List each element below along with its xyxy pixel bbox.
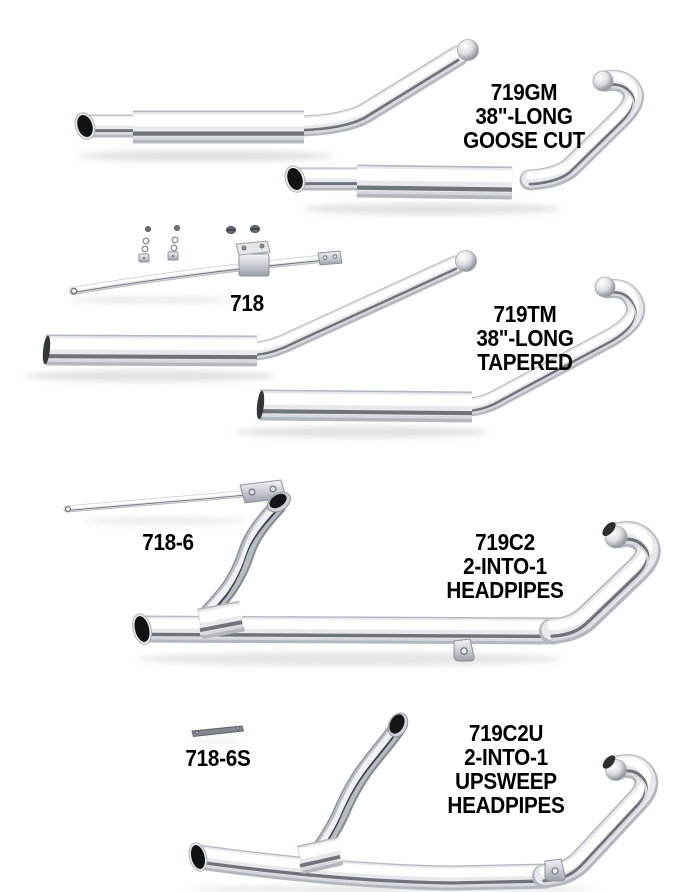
- bolt-head: [144, 225, 151, 232]
- illustration-719c2: [130, 491, 648, 662]
- shadow: [302, 203, 562, 215]
- fittings-718: [70, 224, 343, 295]
- strip-hole: [195, 730, 199, 735]
- chrome-reflection-layer: [260, 411, 472, 413]
- chrome-reflection-layer: [355, 190, 514, 196]
- mounting-hardware: [138, 224, 260, 263]
- label-line: UPSWEEP: [455, 768, 557, 794]
- bracket-end-tab: [317, 250, 343, 266]
- product-label-719c2u: 719C2U 2-INTO-1 UPSWEEP HEADPIPES: [447, 721, 564, 817]
- fittings-719c2u: [188, 712, 627, 882]
- washer: [141, 245, 149, 253]
- pipe-end-cap: [457, 39, 479, 61]
- label-line: 38"-LONG: [475, 103, 573, 129]
- label-line: HEADPIPES: [446, 577, 564, 603]
- clamp-screw: [241, 245, 247, 251]
- illustration-718-6: [64, 479, 286, 513]
- tab-hole: [460, 647, 468, 655]
- chrome-reflection-layer: [44, 359, 259, 363]
- pipe-end-cap: [594, 276, 616, 298]
- chrome-reflection-layer: [357, 188, 512, 190]
- plate-hole: [248, 488, 256, 496]
- tab-hole: [322, 255, 328, 260]
- illustration-718-6s: [191, 725, 245, 738]
- label-line: 2-INTO-1: [463, 553, 547, 579]
- label-line: 719C2U: [468, 720, 544, 746]
- nut-hole: [142, 256, 146, 260]
- product-label-718: 718: [230, 291, 264, 315]
- tab-hole: [551, 867, 559, 875]
- pipes-718: [73, 256, 330, 293]
- fittings-719gm: [74, 39, 614, 193]
- strip-hole: [236, 726, 240, 730]
- chrome-reflection-layer: [357, 174, 512, 176]
- product-label-719c2: 719C2 2-INTO-1 HEADPIPES: [446, 530, 563, 602]
- shadow: [234, 426, 490, 438]
- illustration-719c2u: [186, 712, 646, 887]
- product-label-719gm: 719GM 38"-LONG GOOSE CUT: [463, 80, 585, 152]
- bracket-strip: [191, 725, 245, 738]
- chrome-reflection-layer: [46, 356, 257, 357]
- pipe-open-end: [389, 714, 405, 734]
- fittings-719c2: [131, 491, 628, 662]
- clamp-block: [238, 253, 270, 277]
- shadow: [70, 296, 230, 304]
- pipe-open-end: [77, 115, 93, 137]
- bracket-eyelet: [64, 505, 72, 513]
- label-line: 719GM: [490, 79, 558, 105]
- label-line: 719TM: [493, 301, 557, 327]
- product-label-718-6s: 718-6S: [185, 746, 250, 770]
- pipe-end-cap: [592, 70, 614, 92]
- washer: [170, 244, 178, 252]
- illustration-718: [70, 224, 343, 295]
- shadow: [77, 150, 333, 162]
- pipe-end-cap: [455, 250, 477, 272]
- pipes-719c2u: [198, 727, 646, 887]
- label-line: 718-6S: [185, 745, 251, 771]
- shadow: [191, 739, 245, 743]
- cap-cut-edge: [602, 522, 616, 536]
- pipe-open-end: [134, 616, 150, 642]
- product-label-718-6: 718-6: [142, 530, 194, 554]
- clamp-screw: [259, 243, 265, 249]
- plate-hole: [269, 485, 277, 493]
- shadow: [83, 517, 247, 525]
- clamp-top-plate: [235, 240, 271, 256]
- label-line: 2-INTO-1: [464, 744, 548, 770]
- label-line: 718-6: [142, 529, 194, 555]
- muffler-end-cut: [42, 335, 51, 365]
- chrome-reflection-layer: [46, 344, 257, 345]
- illustration-719gm: [72, 39, 634, 196]
- label-line: 718: [230, 290, 264, 316]
- illustration-719tm: [42, 250, 636, 420]
- label-line: 719C2: [475, 529, 535, 555]
- shadow: [25, 370, 275, 382]
- pipes-719c2: [142, 504, 648, 641]
- label-line: TAPERED: [477, 349, 573, 375]
- label-line: GOOSE CUT: [463, 127, 585, 153]
- bolt-head: [173, 224, 180, 231]
- bracket-eyelet: [70, 287, 78, 295]
- pipe-open-end: [287, 168, 303, 190]
- tab-hole: [332, 254, 338, 259]
- washer: [171, 236, 179, 244]
- product-label-719tm: 719TM 38"-LONG TAPERED: [476, 301, 574, 375]
- label-line: 38"-LONG: [476, 325, 574, 351]
- chrome-reflection-layer: [260, 399, 472, 401]
- shadow: [138, 652, 562, 666]
- nut-hole: [171, 254, 175, 258]
- cap-cut-edge: [602, 755, 616, 769]
- muffler-end-cut: [256, 390, 265, 420]
- fittings-719tm: [42, 250, 616, 420]
- label-line: HEADPIPES: [447, 792, 565, 818]
- pipe-open-end: [190, 845, 206, 869]
- flange-opening: [269, 493, 287, 509]
- chrome-reflection-layer: [200, 610, 242, 618]
- washer: [142, 237, 150, 245]
